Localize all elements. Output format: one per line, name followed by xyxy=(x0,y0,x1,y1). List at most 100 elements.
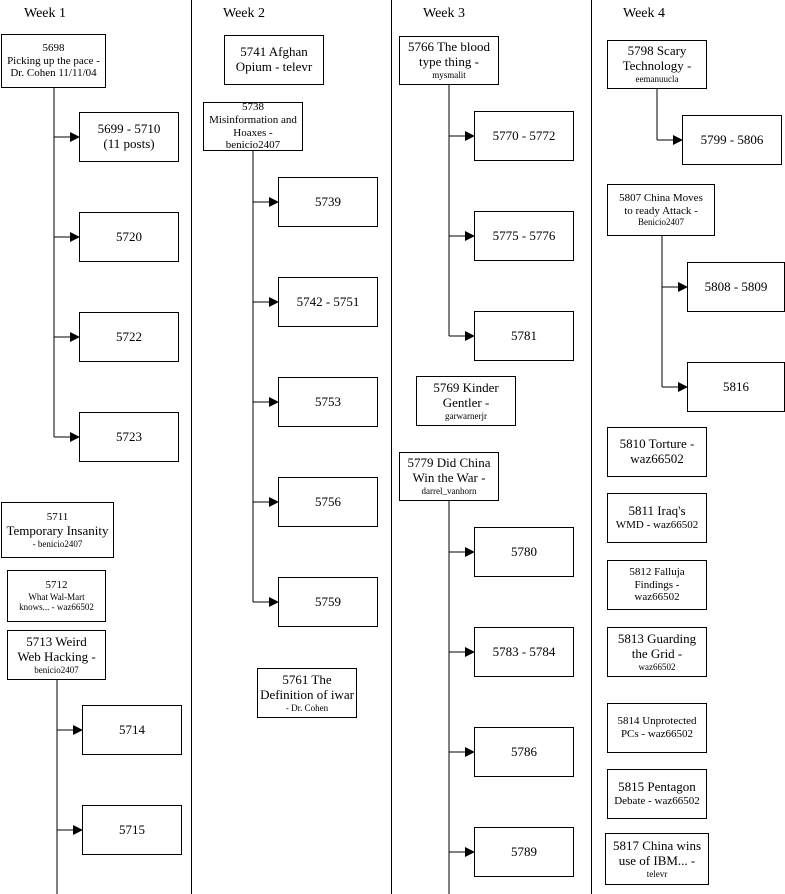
column-divider-3 xyxy=(591,0,592,894)
post-5816[interactable]: 5816 xyxy=(687,362,785,412)
thread-5712[interactable]: 5712 What Wal-Mart knows... - waz66502 xyxy=(7,570,106,622)
week-4-heading: Week 4 xyxy=(623,6,666,21)
post-5722[interactable]: 5722 xyxy=(79,312,179,362)
posts-5775-5776-range: 5775 - 5776 xyxy=(492,227,556,243)
thread-5761[interactable]: 5761 The Definition of iwar - Dr. Cohen xyxy=(257,668,357,718)
thread-5711[interactable]: 5711 Temporary Insanity - benicio2407 xyxy=(1,502,114,558)
post-5715-label: 5715 xyxy=(119,821,145,837)
post-5753[interactable]: 5753 xyxy=(278,377,378,427)
post-5739[interactable]: 5739 xyxy=(278,177,378,227)
thread-5798-author: eemanuucla xyxy=(635,74,679,85)
post-5723[interactable]: 5723 xyxy=(79,412,179,462)
thread-5817-author: televr xyxy=(646,868,668,879)
thread-5811-author: WMD - waz66502 xyxy=(615,519,699,532)
posts-5799-5806-range: 5799 - 5806 xyxy=(700,131,764,147)
thread-5814[interactable]: 5814 Unprotected PCs - waz66502 xyxy=(607,703,707,753)
thread-5769[interactable]: 5769 Kinder Gentler - garwarnerjr xyxy=(416,376,516,426)
post-5715[interactable]: 5715 xyxy=(82,805,182,855)
thread-5815[interactable]: 5815 Pentagon Debate - waz66502 xyxy=(607,769,707,819)
post-5786[interactable]: 5786 xyxy=(474,727,574,777)
thread-5769-title: Gentler - xyxy=(442,394,490,410)
thread-5698-title: Picking up the pace - xyxy=(7,54,100,67)
post-5789-label: 5789 xyxy=(511,843,537,859)
posts-5775-5776[interactable]: 5775 - 5776 xyxy=(474,211,574,261)
thread-5807-number-title: 5807 China Moves xyxy=(619,192,703,205)
post-5780[interactable]: 5780 xyxy=(474,527,574,577)
post-5789[interactable]: 5789 xyxy=(474,827,574,877)
thread-5713-author: benicio2407 xyxy=(34,664,79,675)
thread-5812-author: waz66502 xyxy=(634,591,680,604)
posts-5799-5806[interactable]: 5799 - 5806 xyxy=(682,115,782,165)
thread-5813[interactable]: 5813 Guarding the Grid - waz66502 xyxy=(607,627,707,677)
thread-5741-number-title: 5741 Afghan xyxy=(240,44,308,60)
post-5739-label: 5739 xyxy=(315,193,341,209)
thread-5807-title: to ready Attack - xyxy=(624,204,698,217)
thread-5698-author: Dr. Cohen 11/11/04 xyxy=(10,67,97,80)
post-5781[interactable]: 5781 xyxy=(474,311,574,361)
column-divider-1 xyxy=(191,0,192,894)
thread-5698[interactable]: 5698 Picking up the pace - Dr. Cohen 11/… xyxy=(1,34,106,88)
thread-5766-author: mysmalit xyxy=(432,70,466,81)
posts-5699-5710-count: (11 posts) xyxy=(103,136,155,151)
post-5720[interactable]: 5720 xyxy=(79,212,179,262)
thread-5738[interactable]: 5738 Misinformation and Hoaxes - benicio… xyxy=(203,102,303,151)
thread-5812[interactable]: 5812 Falluja Findings - waz66502 xyxy=(607,560,707,610)
thread-5811-title: 5811 Iraq's xyxy=(628,503,686,519)
post-5753-label: 5753 xyxy=(315,393,341,409)
thread-5810[interactable]: 5810 Torture - waz66502 xyxy=(607,427,707,477)
post-5781-label: 5781 xyxy=(511,327,537,343)
posts-5699-5710-range: 5699 - 5710 xyxy=(97,121,161,137)
thread-5814-title: 5814 Unprotected xyxy=(617,715,697,728)
thread-5798[interactable]: 5798 Scary Technology - eemanuucla xyxy=(607,40,707,89)
posts-5770-5772[interactable]: 5770 - 5772 xyxy=(474,111,574,161)
column-divider-2 xyxy=(391,0,392,894)
thread-5698-number: 5698 xyxy=(42,42,65,55)
thread-5807[interactable]: 5807 China Moves to ready Attack - Benic… xyxy=(607,184,715,236)
thread-5766-title: type thing - xyxy=(419,54,479,70)
posts-5699-5710[interactable]: 5699 - 5710 (11 posts) xyxy=(79,112,179,162)
thread-5712-number: 5712 xyxy=(45,579,68,592)
thread-5779[interactable]: 5779 Did China Win the War - darrel_vanh… xyxy=(399,452,499,501)
post-5759[interactable]: 5759 xyxy=(278,577,378,627)
post-5722-label: 5722 xyxy=(116,328,142,344)
thread-5712-author: knows... - waz66502 xyxy=(19,602,94,613)
thread-5741-author: Opium - televr xyxy=(235,59,313,74)
thread-5815-title: 5815 Pentagon xyxy=(618,779,696,795)
thread-5812-title: 5812 Falluja xyxy=(629,566,685,579)
thread-5711-title: Temporary Insanity xyxy=(6,522,109,538)
thread-5741[interactable]: 5741 Afghan Opium - televr xyxy=(224,35,324,85)
post-5786-label: 5786 xyxy=(511,743,537,759)
thread-5738-number: 5738 xyxy=(242,102,264,114)
thread-5814-author: PCs - waz66502 xyxy=(620,728,694,740)
thread-5812-title-cont: Findings - xyxy=(634,578,680,591)
thread-5817-title: 5817 China wins xyxy=(612,837,702,853)
thread-5761-author: - Dr. Cohen xyxy=(285,702,329,713)
posts-5808-5809[interactable]: 5808 - 5809 xyxy=(687,262,785,312)
thread-5811[interactable]: 5811 Iraq's WMD - waz66502 xyxy=(607,493,707,543)
thread-5817-title-cont: use of IBM... - xyxy=(618,852,696,868)
thread-5738-title: Misinformation and xyxy=(209,113,297,126)
post-5759-label: 5759 xyxy=(315,593,341,609)
post-5714[interactable]: 5714 xyxy=(82,705,182,755)
thread-5713[interactable]: 5713 Weird Web Hacking - benicio2407 xyxy=(7,630,106,680)
thread-5761-number-title: 5761 The xyxy=(282,671,332,687)
post-5816-label: 5816 xyxy=(723,378,749,394)
thread-5761-title: Definition of iwar xyxy=(260,686,354,702)
posts-5742-5751[interactable]: 5742 - 5751 xyxy=(278,277,378,327)
thread-5779-author: darrel_vanhorn xyxy=(421,486,477,497)
thread-5779-title: Win the War - xyxy=(412,470,486,486)
thread-5798-number-title: 5798 Scary xyxy=(627,43,687,59)
thread-5738-author: Hoaxes - benicio2407 xyxy=(225,126,281,151)
thread-5817[interactable]: 5817 China wins use of IBM... - televr xyxy=(605,833,709,885)
posts-5742-5751-range: 5742 - 5751 xyxy=(296,293,360,309)
thread-5712-title: What Wal-Mart xyxy=(28,591,85,602)
thread-5813-title-cont: the Grid - xyxy=(631,645,683,661)
thread-5769-author: garwarnerjr xyxy=(445,410,487,421)
thread-5711-number: 5711 xyxy=(46,511,69,524)
thread-5766[interactable]: 5766 The blood type thing - mysmalit xyxy=(399,36,499,85)
post-5756[interactable]: 5756 xyxy=(278,477,378,527)
post-5756-label: 5756 xyxy=(315,493,341,509)
post-5723-label: 5723 xyxy=(116,428,142,444)
posts-5783-5784[interactable]: 5783 - 5784 xyxy=(474,627,574,677)
